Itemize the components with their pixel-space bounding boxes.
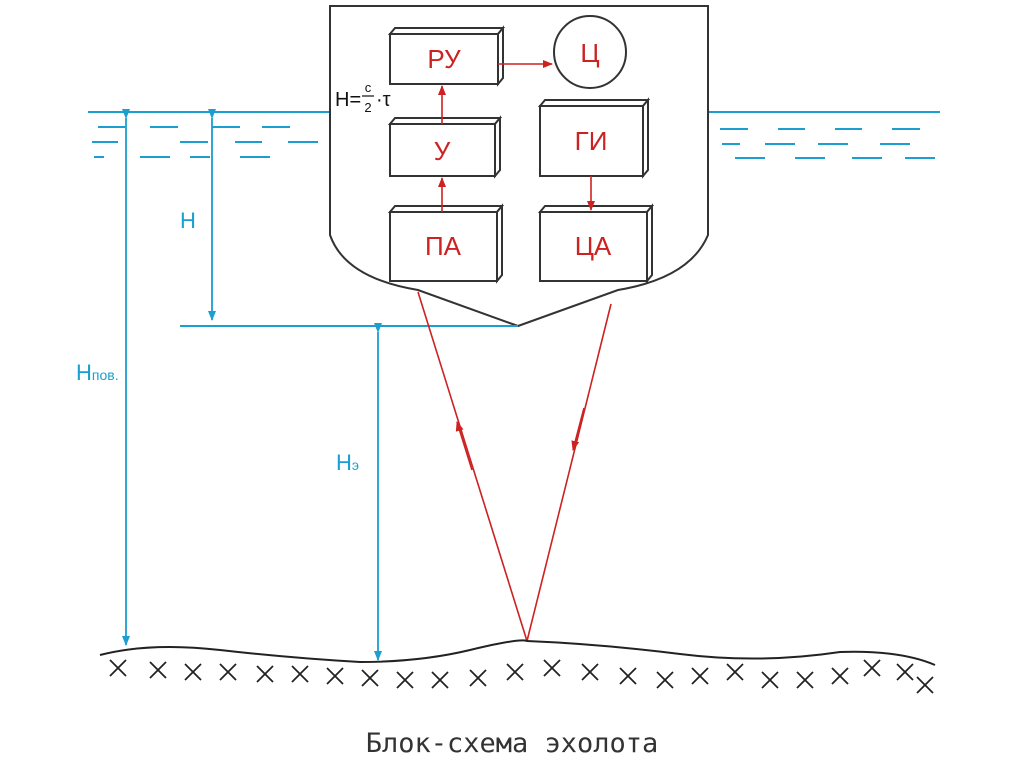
seabed-cross-stroke xyxy=(916,676,934,694)
seabed-cross-stroke xyxy=(256,665,274,683)
seabed-cross-stroke xyxy=(326,667,344,685)
seabed-cross-stroke xyxy=(619,667,637,685)
seabed-line xyxy=(99,639,936,666)
block-u xyxy=(387,115,503,179)
seabed-cross-stroke xyxy=(291,665,309,683)
block-pa-label: ПА xyxy=(425,231,462,261)
seabed-cross-stroke xyxy=(656,671,674,689)
signal-arrows xyxy=(438,60,595,212)
seabed-cross-stroke xyxy=(506,663,524,681)
block-c-circle xyxy=(553,15,627,89)
label-h-e: Hэ xyxy=(336,450,359,475)
seabed-cross-stroke xyxy=(863,659,881,677)
block-gi-label: ГИ xyxy=(575,126,608,156)
formula-lhs: H= xyxy=(335,89,361,111)
formula-denominator: 2 xyxy=(364,100,371,115)
seabed-cross-stroke xyxy=(396,671,414,689)
seabed-cross-stroke xyxy=(109,659,127,677)
label-h-pov: Hпов. xyxy=(76,360,119,385)
seabed-cross-stroke xyxy=(726,663,744,681)
seabed-cross-stroke xyxy=(761,671,779,689)
seabed-cross-stroke xyxy=(149,661,167,679)
water-waves xyxy=(92,126,935,159)
depth-formula: H= c 2 ·τ xyxy=(335,80,391,115)
block-u-label: У xyxy=(434,136,451,166)
block-gi xyxy=(537,97,651,179)
block-c-label: Ц xyxy=(580,38,599,68)
acoustic-beams xyxy=(417,291,612,642)
seabed-cross-stroke xyxy=(691,667,709,685)
seabed-cross-stroke xyxy=(219,663,237,681)
formula-numerator: c xyxy=(365,80,372,95)
seabed-hatching xyxy=(109,659,934,694)
seabed-cross-stroke xyxy=(184,663,202,681)
seabed-cross-stroke xyxy=(431,671,449,689)
block-ru-label: РУ xyxy=(427,44,461,74)
seabed-cross-stroke xyxy=(361,669,379,687)
block-pa xyxy=(387,203,505,284)
diagram-caption: Блок-схема эхолота xyxy=(365,728,659,759)
seabed-cross-stroke xyxy=(581,663,599,681)
seabed-cross-stroke xyxy=(796,671,814,689)
seabed-cross-stroke xyxy=(831,667,849,685)
block-ru xyxy=(387,25,506,87)
formula-rhs: ·τ xyxy=(376,89,391,111)
seabed-cross-stroke xyxy=(543,659,561,677)
label-h: H xyxy=(180,208,196,233)
seabed-cross-stroke xyxy=(469,669,487,687)
block-ca-label: ЦА xyxy=(575,231,612,261)
ship-hull xyxy=(329,5,709,328)
seabed-cross-stroke xyxy=(896,663,914,681)
block-ca xyxy=(537,203,655,284)
